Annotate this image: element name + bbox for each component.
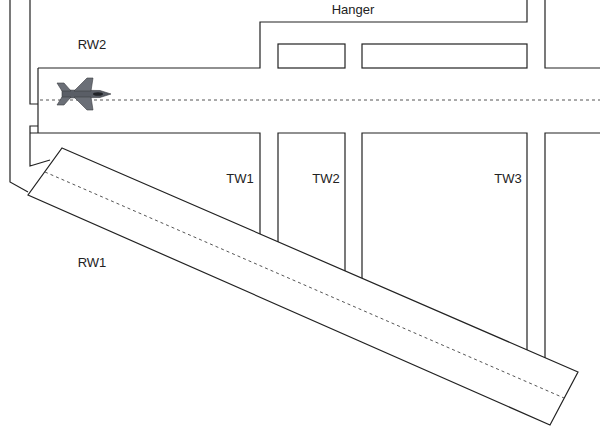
map-label: RW2 <box>78 38 107 51</box>
map-label: TW1 <box>226 172 253 185</box>
runway-outline <box>28 148 578 425</box>
map-label: RW1 <box>78 256 107 269</box>
runway-end <box>37 68 38 133</box>
taxiway-edge <box>545 133 600 358</box>
hangar-building <box>362 44 527 68</box>
runway-edge <box>545 0 600 68</box>
perimeter-road <box>30 0 38 104</box>
runway-centerline <box>40 100 600 101</box>
pavement-edges <box>10 0 600 425</box>
taxiway-edge <box>362 133 527 350</box>
jet-wing <box>74 78 93 91</box>
taxiway-edge <box>278 133 345 271</box>
runway-centerline <box>45 172 564 398</box>
runway-centerlines <box>40 100 600 398</box>
jet-icon <box>57 78 111 110</box>
map-label: TW3 <box>494 172 521 185</box>
jet-cockpit <box>93 92 103 96</box>
perimeter-road <box>10 0 28 192</box>
jet-wing <box>74 97 93 110</box>
map-label: TW2 <box>312 172 339 185</box>
hangar-building <box>278 44 345 68</box>
jet-tail <box>57 83 71 91</box>
jet-tail <box>57 97 71 105</box>
runway-edge <box>38 0 527 68</box>
map-label: Hanger <box>332 3 375 16</box>
perimeter-road <box>30 126 50 166</box>
